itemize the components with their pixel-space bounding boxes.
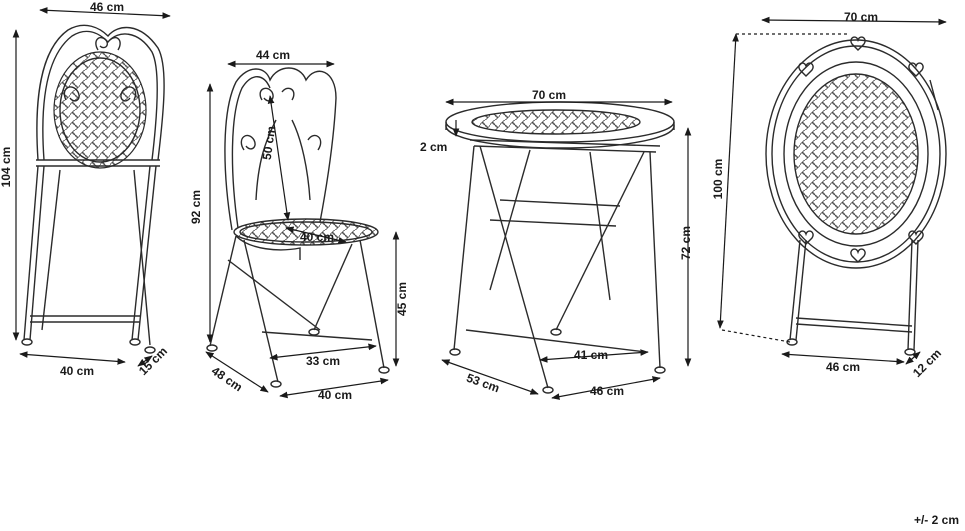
open-chair-back-width-label: 44 cm <box>256 48 291 62</box>
table-height-label: 72 cm <box>679 225 693 261</box>
open-chair-height-label: 92 cm <box>189 189 203 225</box>
folded-table-diameter-label: 70 cm <box>844 10 879 24</box>
open-chair-dimensions <box>205 60 400 399</box>
open-table-dimensions <box>441 98 692 400</box>
table-top-thickness-label: 2 cm <box>420 140 448 154</box>
open-chair-seat-height-label: 45 cm <box>395 281 409 317</box>
folded-chair-base-width-label: 40 cm <box>60 364 95 378</box>
open-chair-width-label: 40 cm <box>318 388 353 402</box>
table-leg-span-label: 41 cm <box>574 348 609 362</box>
table-diameter-label: 70 cm <box>532 88 567 102</box>
folded-chair-dimensions <box>12 6 171 367</box>
open-chair-seat-diag-label: 40 cm <box>300 230 335 244</box>
folded-table-height-label: 100 cm <box>711 158 725 200</box>
folded-chair <box>21 24 165 354</box>
folded-table-dimensions <box>717 16 947 365</box>
table-width-label: 46 cm <box>590 384 625 398</box>
folded-table <box>765 36 947 356</box>
open-chair-leg-span-label: 33 cm <box>306 354 341 368</box>
folded-chair-width-label: 46 cm <box>90 0 125 14</box>
tolerance-note: +/- 2 cm <box>913 513 959 527</box>
open-table <box>445 101 675 394</box>
folded-table-width-label: 46 cm <box>826 360 861 374</box>
folded-chair-height-label: 104 cm <box>0 146 13 188</box>
open-chair <box>206 67 390 388</box>
